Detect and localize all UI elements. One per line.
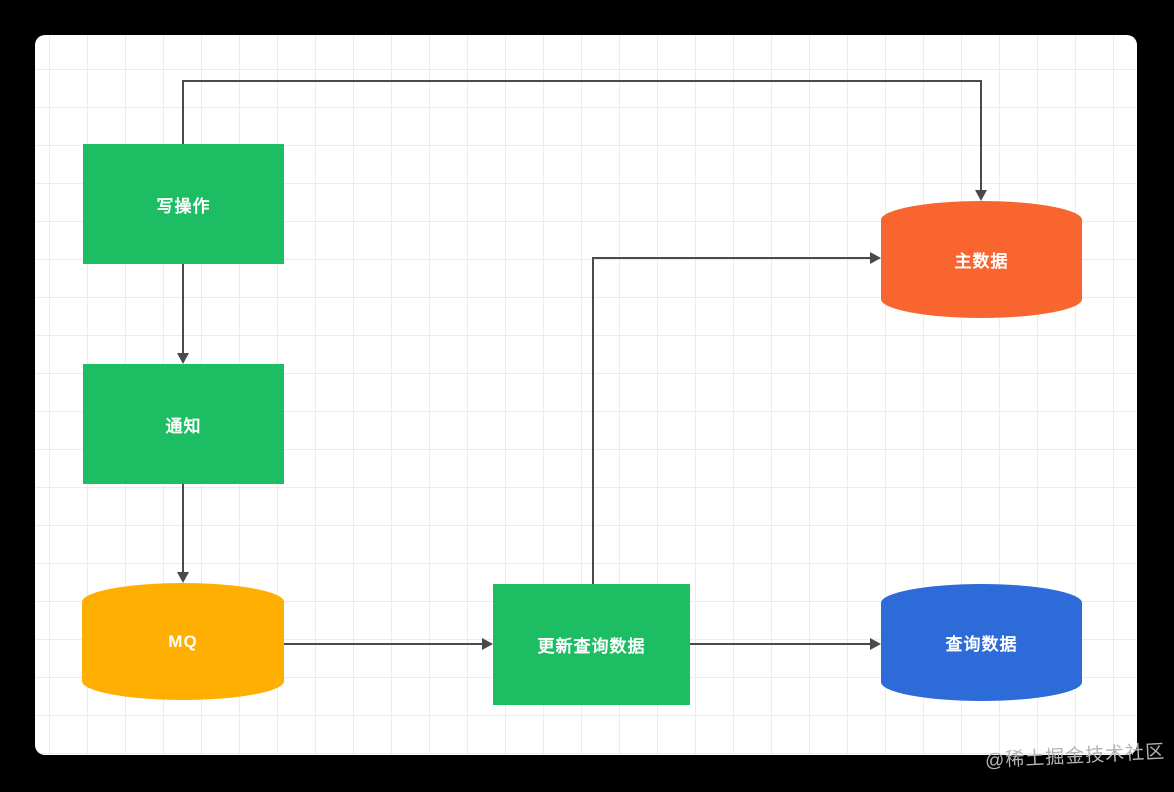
node-notify[interactable]: 通知 — [83, 364, 284, 484]
cylinder-shape — [82, 583, 284, 700]
rect-shape — [83, 144, 284, 264]
node-mq[interactable]: MQ — [82, 583, 284, 700]
cylinder-shape — [881, 201, 1082, 318]
node-update-query-data[interactable]: 更新查询数据 — [493, 584, 690, 705]
node-query-data[interactable]: 查询数据 — [881, 584, 1082, 701]
rect-shape — [493, 584, 690, 705]
node-label: 主数据 — [954, 252, 1009, 271]
node-main-data[interactable]: 主数据 — [881, 201, 1082, 318]
node-label: 写操作 — [156, 196, 211, 216]
node-label: MQ — [168, 631, 198, 651]
rect-shape — [83, 364, 284, 484]
cylinder-shape — [881, 584, 1082, 701]
node-label: 查询数据 — [945, 635, 1018, 654]
node-write-op[interactable]: 写操作 — [83, 144, 284, 264]
node-label: 更新查询数据 — [537, 637, 646, 656]
node-label: 通知 — [165, 416, 202, 436]
